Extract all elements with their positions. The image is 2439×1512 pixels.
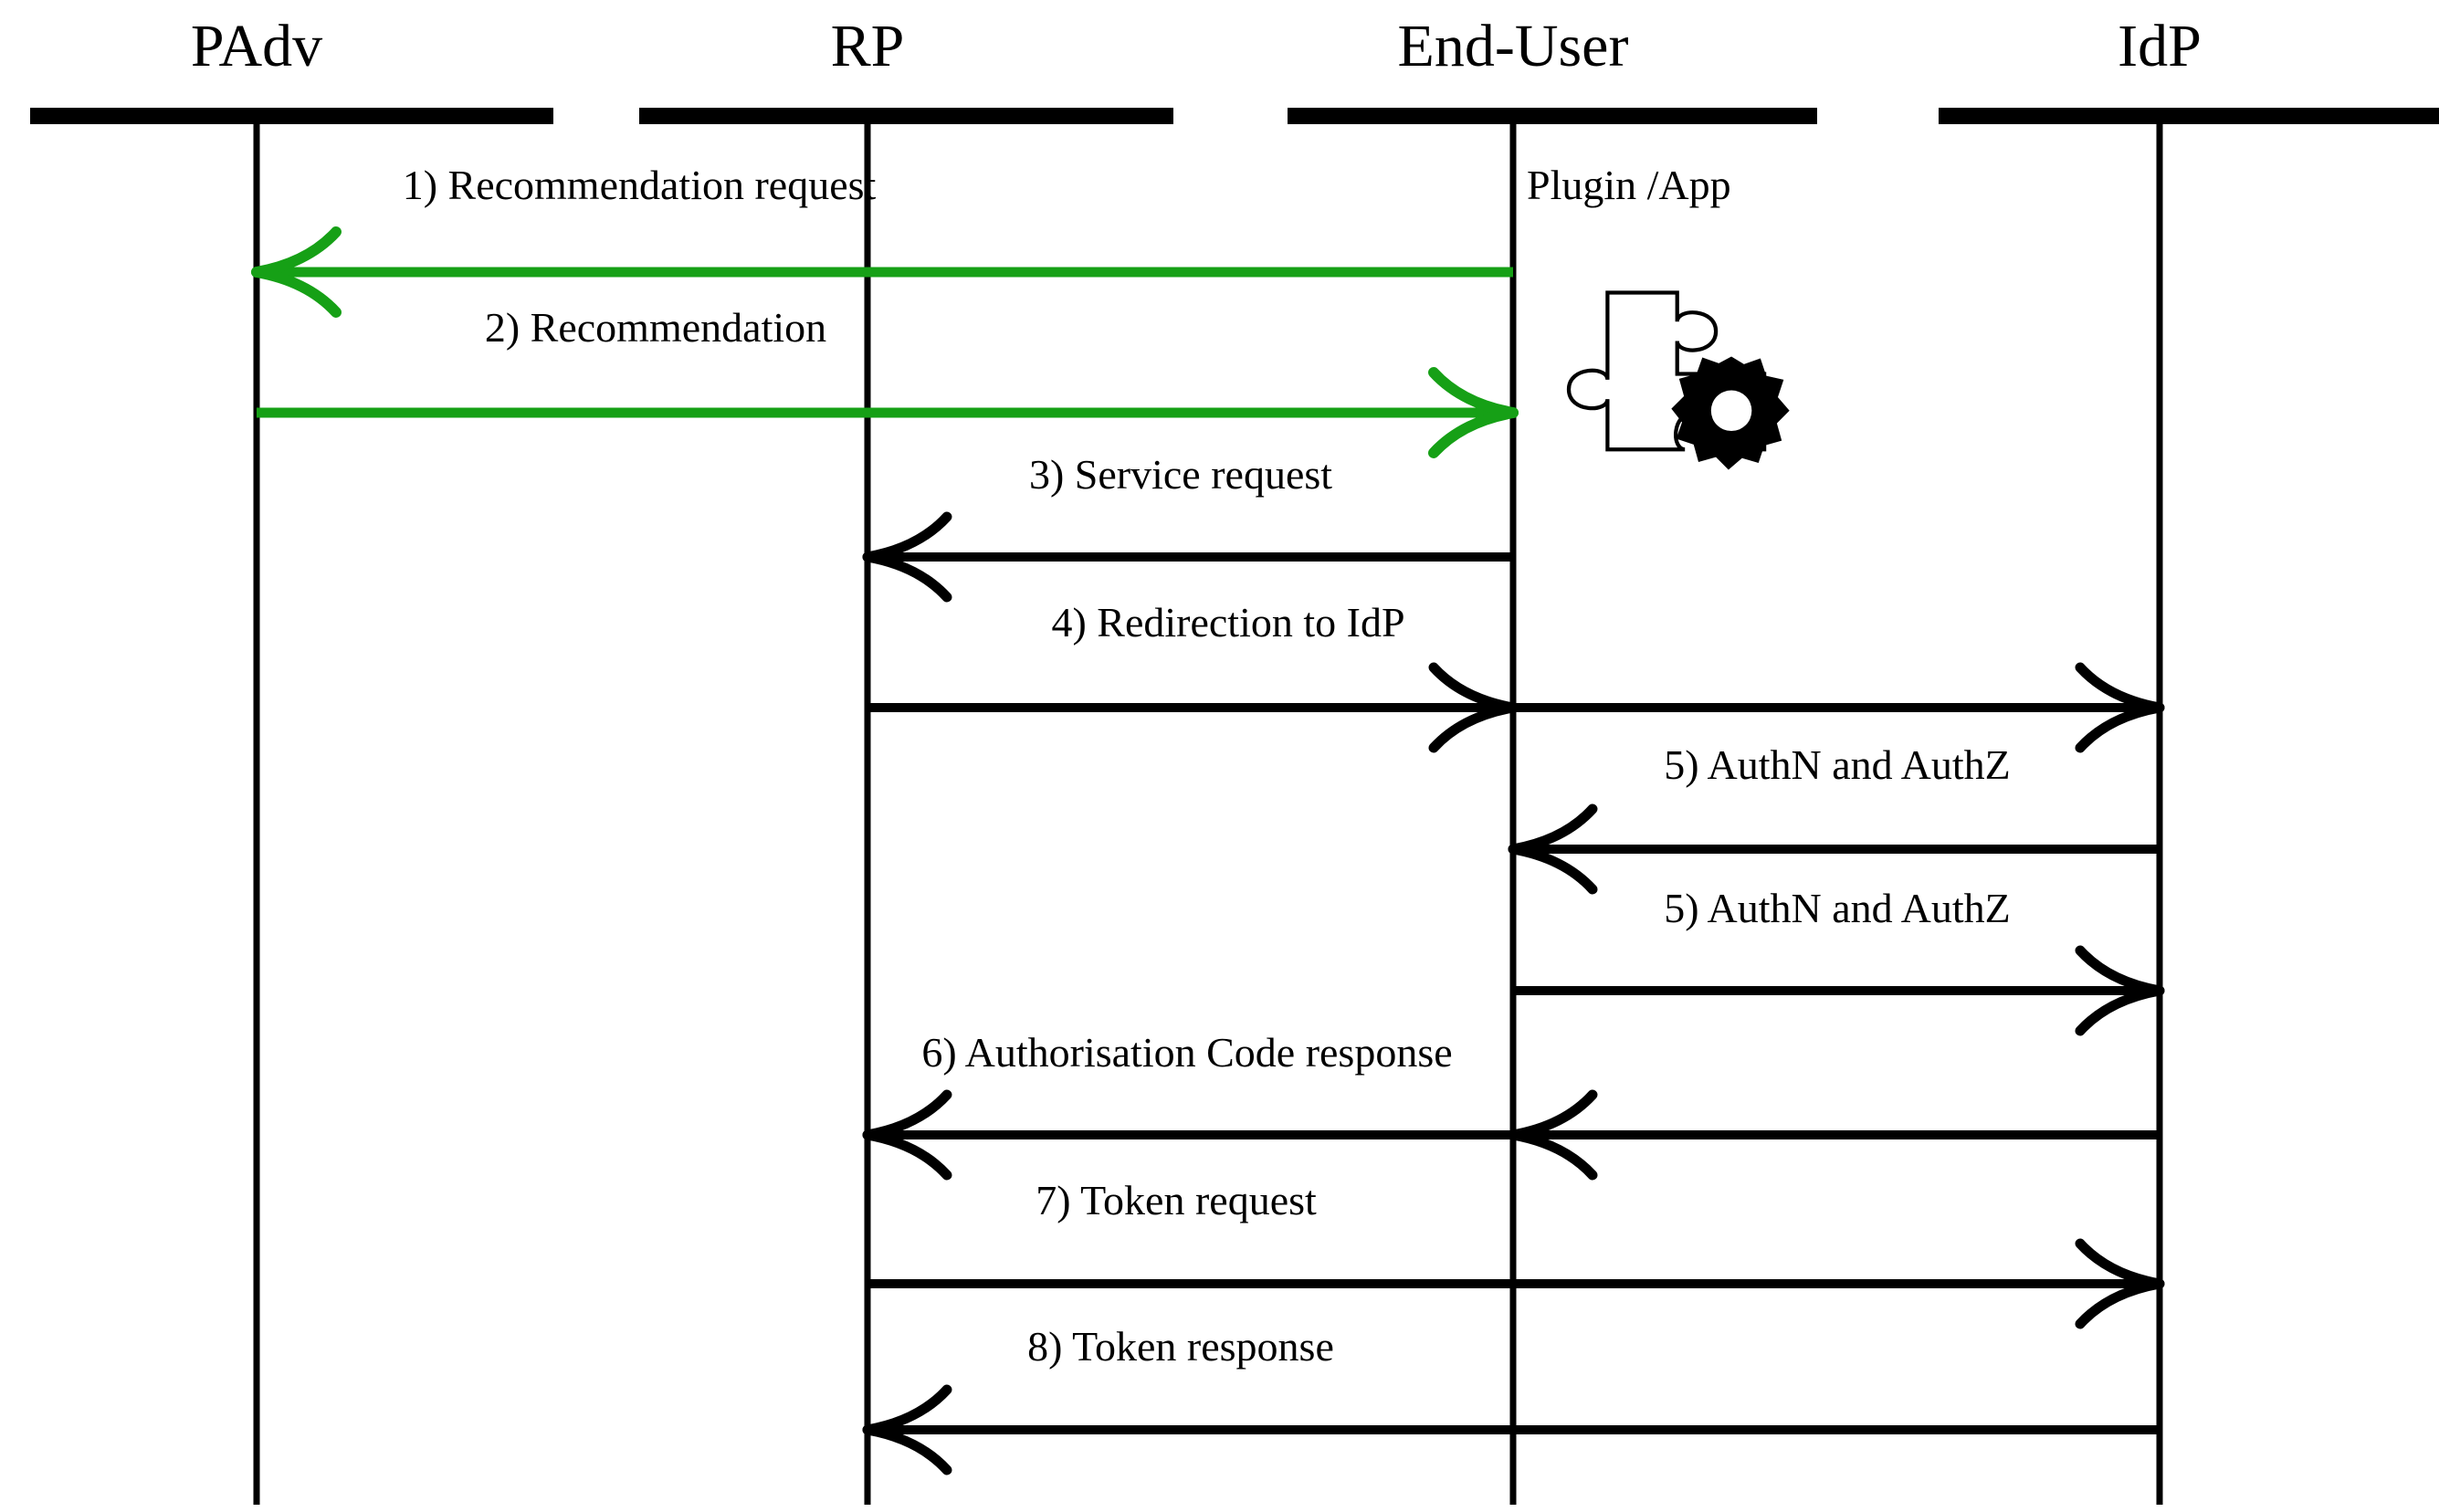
message-6-arrowhead-enduser-lower [1508, 1129, 1598, 1181]
message-2-arrowhead-enduser-lower [1428, 407, 1519, 458]
actor-bar-idp [1939, 108, 2439, 124]
message-7-label: 7) Token request [1036, 1177, 1317, 1223]
actor-label-rp: RP [831, 13, 905, 79]
message-5a-label: 5) AuthN and AuthZ [1664, 741, 2010, 788]
message-1-label: 1) Recommendation request [403, 162, 877, 208]
actor-label-enduser: End-User [1398, 13, 1629, 79]
message-7-arrowhead-idp-lower [2075, 1278, 2165, 1329]
message-8-token-response: 8) Token response [862, 1323, 2160, 1475]
message-3-arrowhead-rp-lower [862, 551, 952, 603]
message-3-service-request: 3) Service request [862, 451, 1513, 603]
puzzle-piece-icon [1566, 290, 1790, 470]
message-6-label: 6) Authorisation Code response [921, 1029, 1452, 1076]
message-1-arrowhead-padv [251, 226, 342, 278]
message-4-arrowhead-enduser [1428, 662, 1519, 713]
message-6-arrowhead-enduser [1508, 1089, 1598, 1140]
message-4-label: 4) Redirection to IdP [1051, 599, 1404, 646]
lifelines [253, 124, 2163, 1505]
actor-bar-padv [30, 108, 553, 124]
message-5b-label: 5) AuthN and AuthZ [1664, 885, 2010, 931]
message-3-label: 3) Service request [1029, 451, 1332, 498]
message-5a-arrowhead-enduser-lower [1508, 844, 1598, 895]
actor-label-idp: IdP [2118, 13, 2202, 79]
message-7-token-request: 7) Token request [867, 1177, 2165, 1329]
message-1-arrowhead-padv-lower [251, 267, 342, 318]
gear-icon [1671, 356, 1790, 470]
message-5a-arrowhead-enduser [1508, 803, 1598, 855]
message-5a-authn-authz: 5) AuthN and AuthZ [1508, 741, 2160, 895]
message-6-authorisation-code-response: 6) Authorisation Code response [862, 1029, 2160, 1181]
actor-labels: PAdv RP End-User IdP [191, 13, 2202, 79]
message-8-arrowhead-rp [862, 1384, 952, 1435]
message-3-arrowhead-rp [862, 511, 952, 562]
actor-bar-rp [639, 108, 1173, 124]
message-7-arrowhead-idp [2075, 1238, 2165, 1289]
actor-label-padv: PAdv [191, 13, 322, 79]
message-4-arrowhead-idp-lower [2075, 702, 2165, 753]
message-5b-authn-authz: 5) AuthN and AuthZ [1513, 885, 2165, 1036]
message-8-arrowhead-rp-lower [862, 1424, 952, 1475]
actor-bar-enduser [1288, 108, 1817, 124]
message-2-recommendation: 2) Recommendation [257, 304, 1519, 458]
message-4-arrowhead-enduser-lower [1428, 702, 1519, 753]
message-6-arrowhead-rp-lower [862, 1129, 952, 1181]
plugin-app-note: Plugin /App [1527, 162, 1731, 208]
message-2-arrowhead-enduser [1428, 367, 1519, 418]
message-5b-arrowhead-idp [2075, 945, 2165, 996]
message-8-label: 8) Token response [1027, 1323, 1334, 1370]
message-4-redirection-to-idp: 4) Redirection to IdP [867, 599, 2165, 753]
message-6-arrowhead-rp [862, 1089, 952, 1140]
actor-header-bars [30, 108, 2439, 124]
message-2-label: 2) Recommendation [485, 304, 826, 351]
message-4-arrowhead-idp [2075, 662, 2165, 713]
message-5b-arrowhead-idp-lower [2075, 985, 2165, 1036]
message-1-recommendation-request: 1) Recommendation request [251, 162, 1513, 318]
